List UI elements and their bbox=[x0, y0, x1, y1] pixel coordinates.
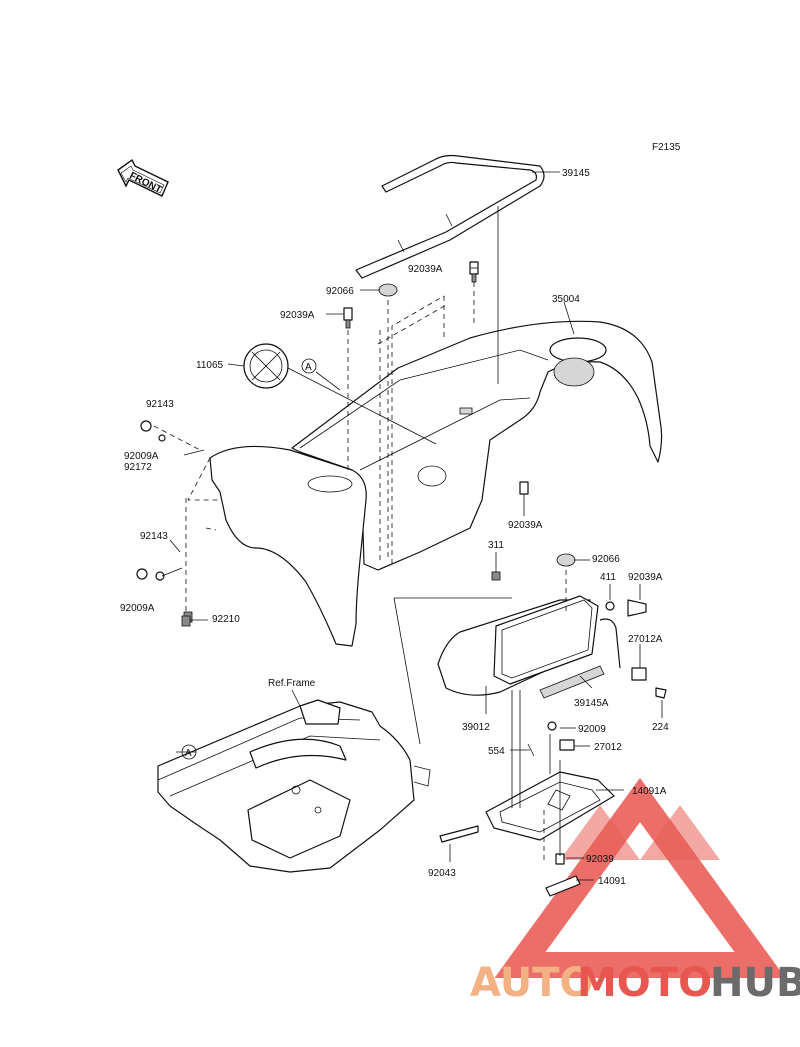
figure-code: F2135 bbox=[652, 142, 681, 153]
label-92172: 92172 bbox=[124, 462, 152, 473]
callout-a-lower: A bbox=[181, 744, 197, 760]
label-92009: 92009 bbox=[578, 724, 606, 735]
label-92039A-left: 92039A bbox=[280, 310, 315, 321]
label-92039A-top: 92039A bbox=[408, 264, 443, 275]
label-14091: 14091 bbox=[598, 876, 626, 887]
label-92066-right: 92066 bbox=[592, 554, 620, 565]
label-92143-a: 92143 bbox=[146, 399, 174, 410]
rail-39145 bbox=[355, 154, 545, 279]
label-92143-b: 92143 bbox=[140, 531, 168, 542]
label-92066-top: 92066 bbox=[326, 286, 354, 297]
label-14091A: 14091A bbox=[632, 786, 667, 797]
label-92039A-mid: 92039A bbox=[508, 520, 543, 531]
storage-box-39012 bbox=[437, 595, 621, 699]
label-27012: 27012 bbox=[594, 742, 622, 753]
label-92043: 92043 bbox=[428, 868, 456, 879]
label-311: 311 bbox=[488, 540, 504, 551]
rear-fender-35004 bbox=[291, 320, 663, 571]
label-39012: 39012 bbox=[462, 722, 490, 733]
front-arrow-icon: FRONT bbox=[117, 158, 169, 197]
label-27012A: 27012A bbox=[628, 634, 663, 645]
watermark-moto: MOTO bbox=[577, 960, 712, 1006]
fasteners bbox=[136, 261, 667, 897]
watermark-text: AUTO MOTO HUB bbox=[470, 960, 800, 1006]
label-411: 411 bbox=[600, 572, 616, 583]
watermark-hub: HUB bbox=[710, 960, 800, 1006]
label-ref-frame: Ref.Frame bbox=[268, 678, 316, 689]
label-92039A-right: 92039A bbox=[628, 572, 663, 583]
label-92009A-a: 92009A bbox=[124, 451, 159, 462]
label-39145: 39145 bbox=[562, 168, 590, 179]
callout-a-upper-label: A bbox=[305, 362, 312, 373]
label-11065: 11065 bbox=[196, 360, 224, 371]
label-224: 224 bbox=[652, 722, 669, 733]
callout-a-upper: A bbox=[301, 358, 317, 374]
cap-11065 bbox=[243, 343, 289, 389]
label-92039: 92039 bbox=[586, 854, 614, 865]
callout-a-lower-label: A bbox=[185, 748, 192, 759]
leader-lines bbox=[153, 171, 663, 881]
label-92210: 92210 bbox=[212, 614, 240, 625]
label-554: 554 bbox=[488, 746, 505, 757]
label-35004: 35004 bbox=[552, 294, 580, 305]
part-labels: F2135 39145 92039A 92066 35004 92039A 11… bbox=[120, 142, 681, 887]
frame-reference bbox=[157, 699, 431, 873]
watermark-logo bbox=[494, 777, 786, 978]
watermark-auto: AUTO bbox=[470, 960, 594, 1006]
label-39145A: 39145A bbox=[574, 698, 609, 709]
label-92009A-b: 92009A bbox=[120, 603, 155, 614]
